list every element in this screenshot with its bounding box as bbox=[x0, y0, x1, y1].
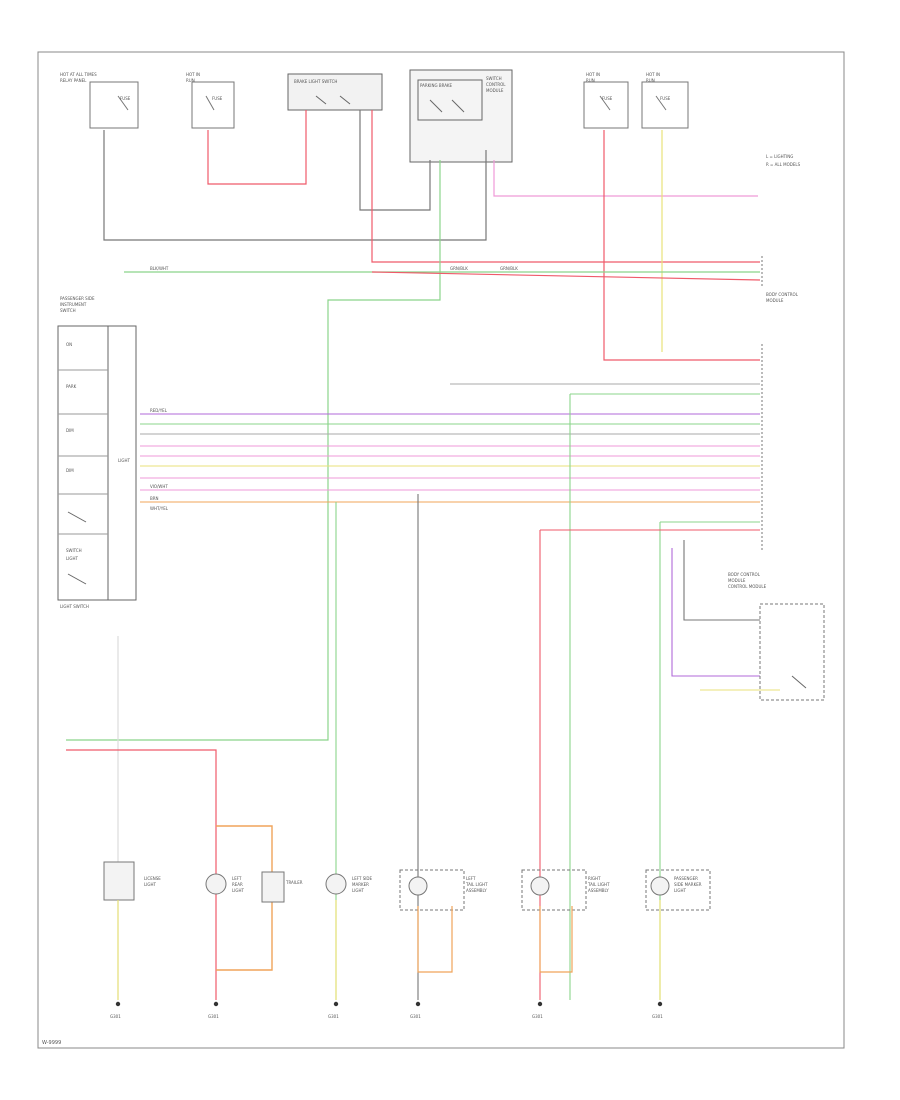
bottom-lamp-7: PASSENGER SIDE MARKER LIGHT bbox=[645, 869, 711, 911]
left-switch-module: PASSENGER SIDE INSTRUMENT SWITCH ON PARK… bbox=[57, 296, 137, 609]
brake-light-switch: BRAKE LIGHT SWITCH bbox=[287, 73, 383, 111]
top-fuse-c-label3: FUSE bbox=[602, 96, 613, 101]
right-module-caption-3: CONTROL MODULE bbox=[728, 584, 767, 589]
legend-item-2: R = ALL MODELS bbox=[766, 162, 801, 167]
left-module-caption: LIGHT SWITCH bbox=[60, 604, 89, 609]
brake-light-switch-label: BRAKE LIGHT SWITCH bbox=[294, 79, 337, 84]
parking-brake-label2: SWITCH bbox=[486, 76, 502, 81]
parking-brake-module: PARKING BRAKE SWITCH CONTROL MODULE bbox=[409, 69, 513, 163]
lamp-1-label-2: LIGHT bbox=[144, 882, 157, 887]
lamp-2-label-3: LIGHT bbox=[232, 888, 245, 893]
top-fuse-a-label: HOT AT ALL TIMES bbox=[60, 72, 97, 77]
ground-symbols bbox=[115, 1001, 663, 1007]
left-module-title-2: INSTRUMENT bbox=[60, 302, 87, 307]
wire-label-1: BLK/WHT bbox=[150, 266, 169, 271]
right-module-caption-2: MODULE bbox=[728, 578, 746, 583]
lamp-7-label-3: LIGHT bbox=[674, 888, 687, 893]
top-fuse-a: HOT AT ALL TIMES RELAY PANEL FUSE bbox=[60, 72, 139, 129]
lamp-7-label-2: SIDE MARKER bbox=[674, 882, 702, 887]
lamp-2-label-1: LEFT bbox=[232, 876, 242, 881]
wire-label-6: BRN bbox=[150, 496, 159, 501]
top-fuse-b: HOT IN RUN FUSE bbox=[186, 72, 235, 129]
top-wiring bbox=[66, 110, 761, 741]
left-module-title-3: SWITCH bbox=[60, 308, 76, 313]
ground-label-2: G301 bbox=[208, 1014, 219, 1019]
top-fuse-d-label3: FUSE bbox=[660, 96, 671, 101]
parking-brake-label4: MODULE bbox=[486, 88, 504, 93]
top-fuse-c-label: HOT IN bbox=[586, 72, 600, 77]
parking-brake-label: PARKING BRAKE bbox=[420, 83, 453, 88]
lamp-3-label-1: TRAILER bbox=[285, 880, 303, 885]
footer-diagram-id: W-9999 bbox=[42, 1040, 61, 1046]
right-module-caption-1: BODY CONTROL bbox=[728, 572, 761, 577]
left-cell-5: SWITCH bbox=[66, 548, 82, 553]
bottom-lamp-3: TRAILER bbox=[261, 871, 303, 903]
bottom-lamp-1: LICENSE LIGHT bbox=[103, 861, 161, 901]
top-fuse-c-label2: RUN bbox=[586, 78, 595, 83]
wire-label-3: GRN/BLK bbox=[500, 266, 518, 271]
lamp-4-label-1: LEFT SIDE bbox=[352, 876, 373, 881]
right-module-title-2: MODULE bbox=[766, 298, 784, 303]
bottom-lamp-5: LEFT TAIL LIGHT ASSEMBLY bbox=[399, 869, 488, 911]
right-connector-column: BODY CONTROL MODULE BODY CONTROL MODULE … bbox=[728, 256, 825, 701]
parking-brake-label3: CONTROL bbox=[486, 82, 506, 87]
wire-label-7: WHT/YEL bbox=[150, 506, 169, 511]
ground-label-4: G301 bbox=[410, 1014, 421, 1019]
top-fuse-d: HOT IN RUN FUSE bbox=[641, 72, 689, 129]
lamp-4-label-2: MARKER bbox=[352, 882, 369, 887]
right-module-title-1: BODY CONTROL bbox=[766, 292, 799, 297]
left-cell-4: DIM bbox=[66, 468, 74, 473]
lamp-2-label-2: REAR bbox=[232, 882, 243, 887]
lamp-5-label-1: LEFT bbox=[466, 876, 476, 881]
ground-label-6: G301 bbox=[652, 1014, 663, 1019]
lamp-5-label-2: TAIL LIGHT bbox=[465, 882, 488, 887]
top-fuse-a-label3: FUSE bbox=[120, 96, 131, 101]
ground-label-3: G301 bbox=[328, 1014, 339, 1019]
lamp-4-label-3: LIGHT bbox=[352, 888, 365, 893]
diagram-frame bbox=[37, 51, 845, 1049]
top-fuse-d-label2: RUN bbox=[646, 78, 655, 83]
bottom-lamp-2: LEFT REAR LIGHT bbox=[205, 873, 245, 895]
legend-item-1: L = LIGHTING bbox=[766, 154, 793, 159]
lamp-6-label-1: RIGHT bbox=[588, 876, 601, 881]
top-fuse-b-label2: RUN bbox=[186, 78, 195, 83]
ground-label-5: G301 bbox=[532, 1014, 543, 1019]
top-fuse-b-label3: FUSE bbox=[212, 96, 223, 101]
wire-label-2: GRN/BLK bbox=[450, 266, 468, 271]
left-module-title-1: PASSENGER SIDE bbox=[60, 296, 95, 301]
left-module-side-label: LIGHT bbox=[118, 458, 131, 463]
ground-label-1: G301 bbox=[110, 1014, 121, 1019]
bottom-lamp-4: LEFT SIDE MARKER LIGHT bbox=[325, 873, 373, 895]
top-fuse-c: HOT IN RUN FUSE bbox=[583, 72, 629, 129]
top-fuse-b-label: HOT IN bbox=[186, 72, 200, 77]
left-cell-3: DIM bbox=[66, 428, 74, 433]
lamp-6-label-3: ASSEMBLY bbox=[588, 888, 609, 893]
lamp-1-label-1: LICENSE bbox=[144, 876, 161, 881]
left-cell-2: PARK bbox=[66, 384, 77, 389]
lamp-7-label-1: PASSENGER bbox=[674, 876, 698, 881]
bottom-lamp-6: RIGHT TAIL LIGHT ASSEMBLY bbox=[521, 869, 610, 911]
top-fuse-d-label: HOT IN bbox=[646, 72, 660, 77]
middle-wiring bbox=[140, 383, 780, 1000]
left-rear-feed bbox=[66, 749, 217, 1000]
left-cell-1: ON bbox=[66, 342, 72, 347]
lamp-return-wires bbox=[117, 900, 661, 1000]
left-cell-6: LIGHT bbox=[66, 556, 79, 561]
lamp-5-label-3: ASSEMBLY bbox=[466, 888, 487, 893]
lamp-6-label-2: TAIL LIGHT bbox=[587, 882, 610, 887]
top-fuse-a-label2: RELAY PANEL bbox=[60, 78, 87, 83]
wire-label-5: VIO/WHT bbox=[150, 484, 168, 489]
wire-label-4: RED/YEL bbox=[150, 408, 168, 413]
